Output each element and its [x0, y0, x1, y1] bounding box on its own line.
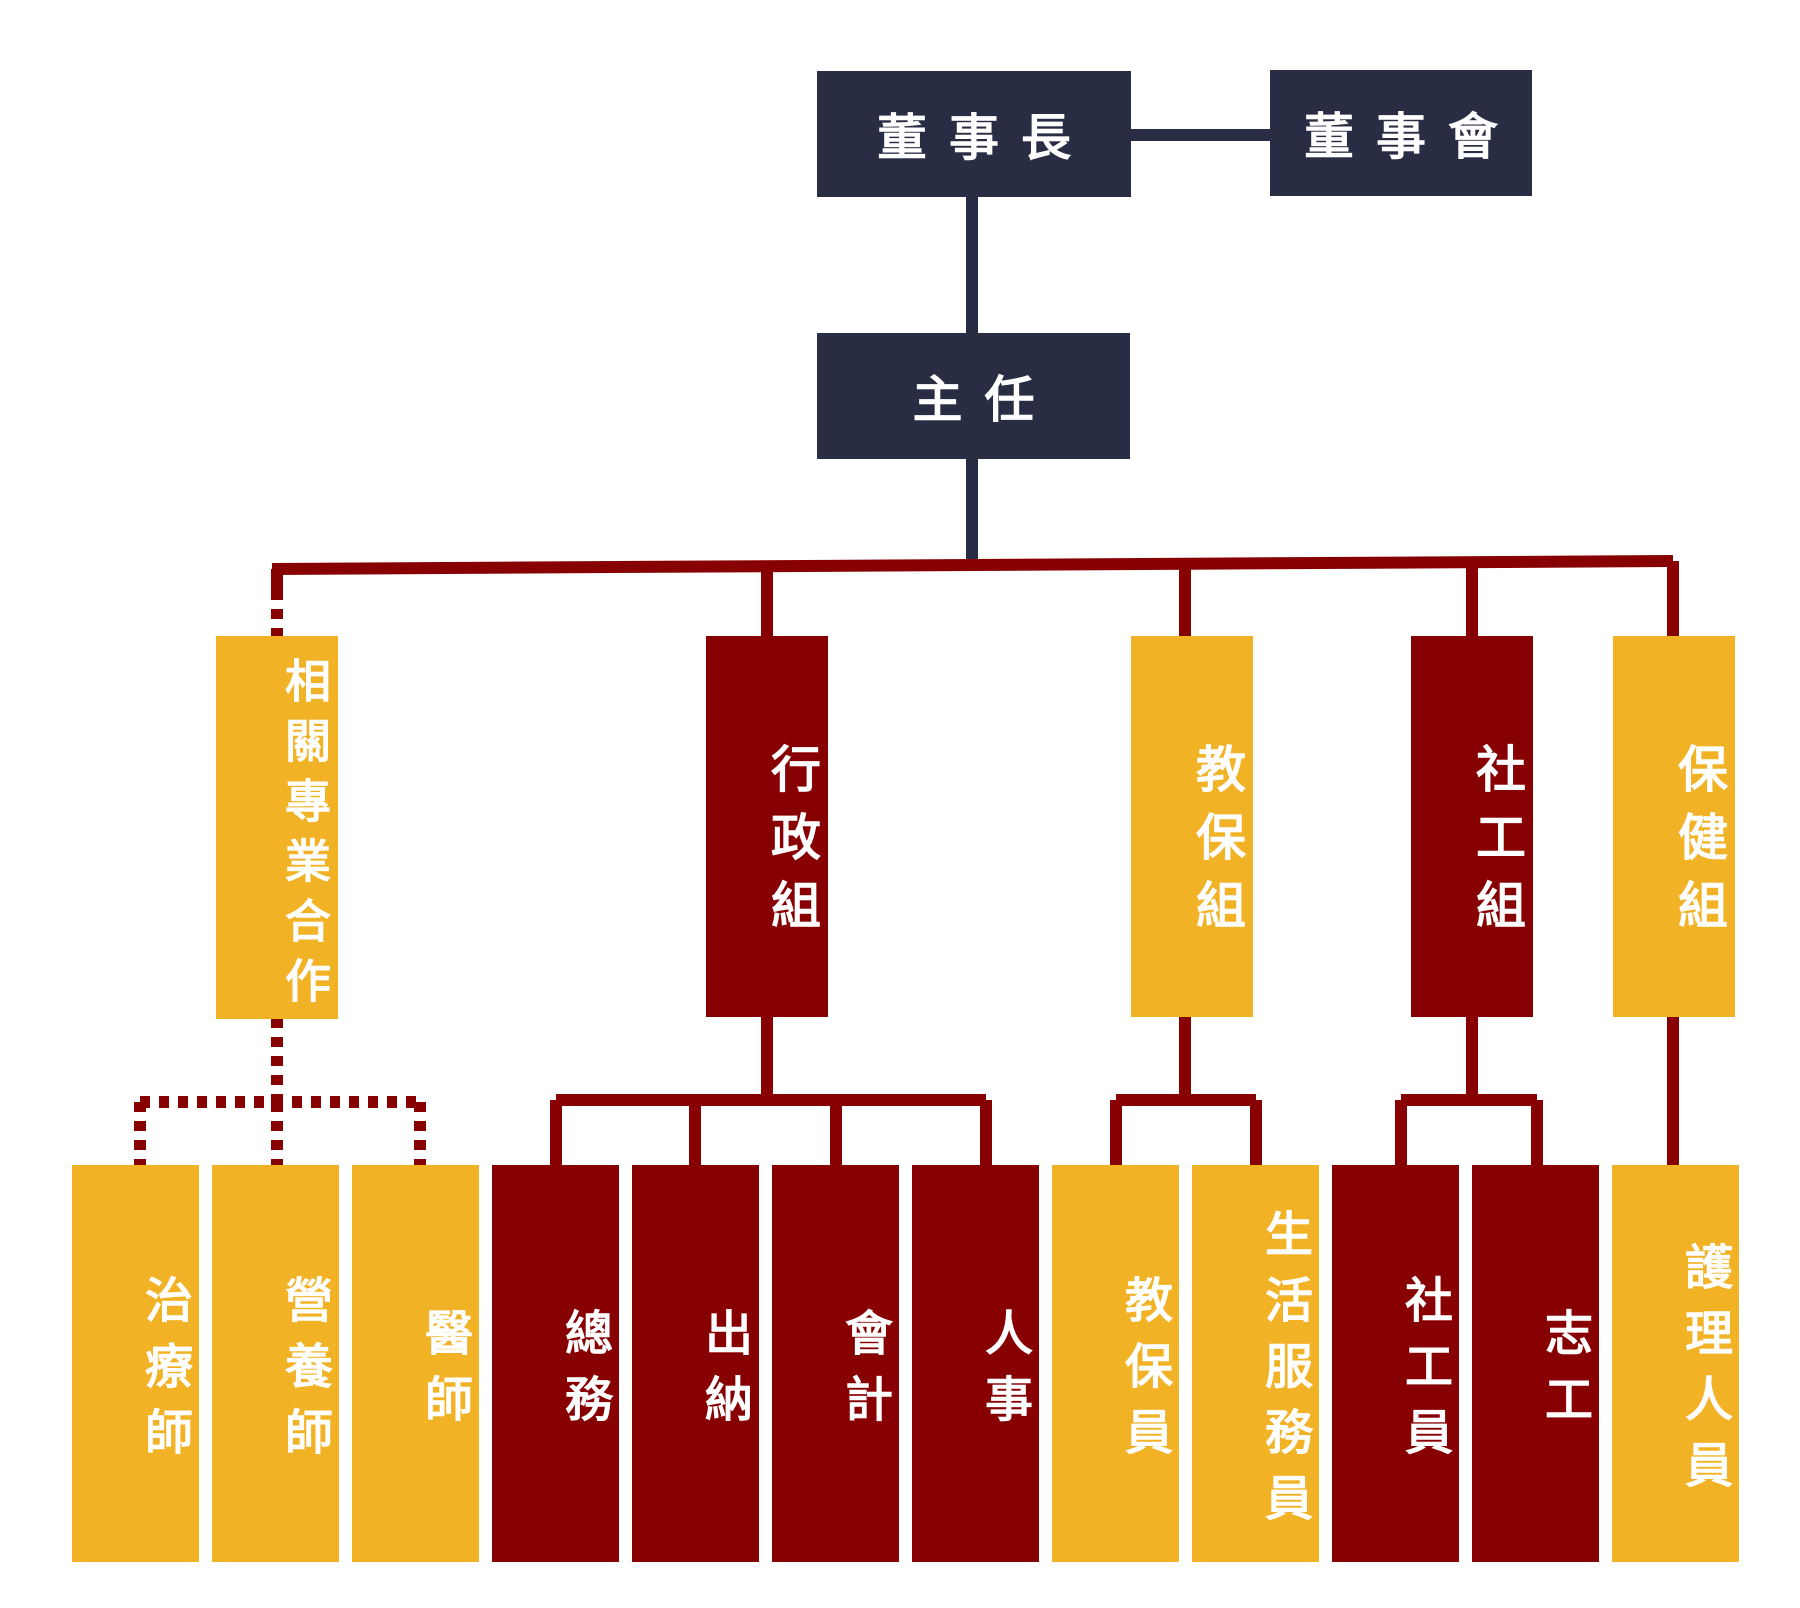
dept-education-label: 教保組 [1188, 742, 1246, 947]
director-box: 主任 [817, 333, 1130, 459]
connector-professional-staff [134, 1018, 426, 1165]
staff-accounting: 會計 [772, 1165, 899, 1562]
staff-life-services: 生活服務員 [1192, 1165, 1319, 1562]
staff-general-affairs: 總務 [492, 1165, 619, 1562]
staff-doctor: 醫師 [352, 1165, 479, 1562]
dept-health: 保健組 [1613, 636, 1735, 1017]
staff-cashier-label: 出納 [696, 1307, 752, 1440]
dept-social: 社工組 [1411, 636, 1533, 1017]
staff-volunteer: 志工 [1472, 1165, 1599, 1562]
board-box: 董事會 [1270, 70, 1532, 196]
chairman-label: 董事長 [877, 109, 1093, 167]
staff-therapist: 治療師 [72, 1165, 199, 1562]
staff-nursing-label: 護理人員 [1676, 1241, 1732, 1506]
board-label: 董事會 [1304, 108, 1520, 166]
dept-admin-label: 行政組 [763, 742, 821, 947]
staff-life-services-label: 生活服務員 [1256, 1208, 1312, 1539]
dept-admin: 行政組 [706, 636, 828, 1017]
staff-cashier: 出納 [632, 1165, 759, 1562]
staff-personnel-label: 人事 [976, 1307, 1032, 1440]
connector-main-bus [271, 555, 1674, 575]
chairman-box: 董事長 [817, 71, 1131, 197]
staff-nutritionist-label: 營養師 [276, 1274, 332, 1473]
staff-accounting-label: 會計 [836, 1307, 892, 1440]
dept-professional-cooperation: 相關專業合作 [216, 636, 338, 1019]
staff-general-affairs-label: 總務 [556, 1307, 612, 1440]
staff-caregiver: 教保員 [1052, 1165, 1179, 1562]
dept-education: 教保組 [1131, 636, 1253, 1017]
staff-therapist-label: 治療師 [136, 1274, 192, 1473]
staff-nursing: 護理人員 [1612, 1165, 1739, 1562]
staff-doctor-label: 醫師 [416, 1307, 472, 1440]
dept-health-label: 保健組 [1670, 742, 1728, 947]
staff-social-worker-label: 社工員 [1396, 1274, 1452, 1473]
dept-professional-label: 相關專業合作 [278, 656, 332, 1017]
dept-social-label: 社工組 [1468, 742, 1526, 947]
staff-caregiver-label: 教保員 [1116, 1274, 1172, 1473]
connector-admin-staff [550, 1015, 992, 1165]
staff-personnel: 人事 [912, 1165, 1039, 1562]
staff-volunteer-label: 志工 [1536, 1307, 1592, 1440]
connector-education-staff [1110, 1015, 1262, 1165]
staff-nutritionist: 營養師 [212, 1165, 339, 1562]
staff-social-worker: 社工員 [1332, 1165, 1459, 1562]
connector-social-staff [1395, 1015, 1543, 1165]
director-label: 主任 [912, 371, 1057, 429]
